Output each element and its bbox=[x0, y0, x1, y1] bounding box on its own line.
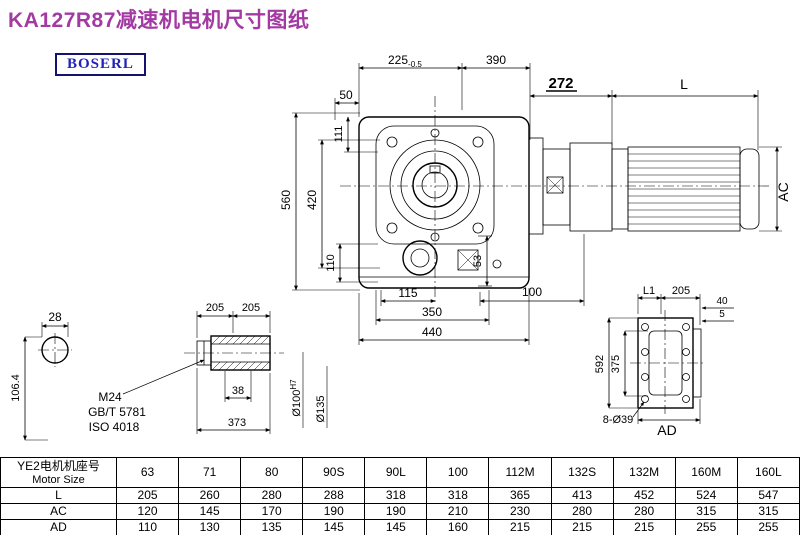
main-dimensions: 225-0.5 390 272 L 50 560 420 111 110 115… bbox=[279, 53, 791, 345]
dim-AC-label: AC bbox=[775, 182, 791, 201]
dimension-value: 145 bbox=[302, 519, 366, 535]
page-title: KA127R87减速机电机尺寸图纸 bbox=[8, 9, 310, 32]
dimension-value: 190 bbox=[364, 503, 428, 520]
dimension-value: 365 bbox=[488, 487, 552, 504]
dimension-value: 130 bbox=[178, 519, 242, 535]
motor-size-col-header: 160L bbox=[736, 457, 800, 488]
motor-size-col-header: 80 bbox=[240, 457, 304, 488]
dimension-value: 255 bbox=[674, 519, 738, 535]
dim-shaft-od-label: Ø135 bbox=[315, 396, 327, 423]
dimension-value: 260 bbox=[178, 487, 242, 504]
dimension-value: 215 bbox=[612, 519, 676, 535]
dim-373-label: 373 bbox=[228, 417, 246, 429]
dimension-value: 190 bbox=[302, 503, 366, 520]
dim-390-label: 390 bbox=[486, 53, 506, 67]
dimension-value: 160 bbox=[426, 519, 490, 535]
dim-L-label: L bbox=[680, 76, 688, 92]
dim-bore-label: Ø100H7 bbox=[289, 379, 303, 417]
dim-L1-label: L1 bbox=[643, 285, 655, 297]
dim-28-label: 28 bbox=[48, 310, 62, 324]
dimension-value: 230 bbox=[488, 503, 552, 520]
motor-size-col-header: 71 bbox=[178, 457, 242, 488]
dim-440-label: 440 bbox=[422, 325, 442, 339]
dim-350-label: 350 bbox=[422, 305, 442, 319]
dim-bolt-holes-label: 8-Ø39 bbox=[603, 414, 634, 426]
dimension-value: 145 bbox=[364, 519, 428, 535]
dimension-value: 135 bbox=[240, 519, 304, 535]
dimension-value: 215 bbox=[488, 519, 552, 535]
dimension-value: 413 bbox=[550, 487, 614, 504]
dimension-value: 280 bbox=[612, 503, 676, 520]
dim-560-label: 560 bbox=[279, 190, 293, 210]
dimension-value: 315 bbox=[736, 503, 800, 520]
motor-side-view bbox=[340, 137, 770, 235]
dim-50-label: 50 bbox=[339, 88, 353, 102]
motor-fins bbox=[628, 153, 740, 225]
motor-size-col-header: 112M bbox=[488, 457, 552, 488]
dimension-value: 120 bbox=[115, 503, 180, 520]
shaft-end-view: 28 106.4 bbox=[10, 310, 72, 441]
hollow-shaft-section-view: 205 205 M24 GB/T 5781 ISO 4018 38 373 Ø1… bbox=[88, 302, 328, 434]
dim-205-right-label: 205 bbox=[242, 302, 260, 314]
dim-100-label: 100 bbox=[522, 285, 542, 299]
dim-420-label: 420 bbox=[305, 190, 319, 210]
dimension-value: 288 bbox=[302, 487, 366, 504]
dim-205-flange-label: 205 bbox=[672, 285, 690, 297]
dimension-value: 170 bbox=[240, 503, 304, 520]
motor-size-col-header: 90L bbox=[364, 457, 428, 488]
row-label: AD bbox=[0, 519, 117, 535]
dimension-value: 205 bbox=[115, 487, 180, 504]
dim-225-label: 225-0.5 bbox=[388, 53, 422, 69]
dim-205-left-label: 205 bbox=[206, 302, 224, 314]
technical-drawing: 225-0.5 390 272 L 50 560 420 111 110 115… bbox=[10, 53, 791, 441]
motor-size-col-header: 63 bbox=[115, 457, 180, 488]
dim-AD-label: AD bbox=[657, 422, 676, 438]
motor-size-col-header: 100 bbox=[426, 457, 490, 488]
dimension-value: 215 bbox=[550, 519, 614, 535]
brand-logo: BOSERL bbox=[55, 53, 146, 76]
output-flange-view: L1 205 40 5 592 375 8-Ø39 AD bbox=[594, 285, 734, 438]
dimension-value: 318 bbox=[364, 487, 428, 504]
dim-592-label: 592 bbox=[594, 355, 606, 373]
dim-272-label: 272 bbox=[548, 75, 573, 92]
motor-size-col-header: 90S bbox=[302, 457, 366, 488]
dim-111-label: 111 bbox=[333, 126, 345, 143]
dimension-value: 145 bbox=[178, 503, 242, 520]
dimension-value: 547 bbox=[736, 487, 800, 504]
dim-115-label: 115 bbox=[398, 286, 417, 300]
dimension-value: 280 bbox=[240, 487, 304, 504]
motor-size-col-header: 160M bbox=[674, 457, 738, 488]
dimension-value: 452 bbox=[612, 487, 676, 504]
dimension-value: 315 bbox=[674, 503, 738, 520]
row-label: L bbox=[0, 487, 117, 504]
dim-375-label: 375 bbox=[610, 355, 622, 373]
motor-size-col-header: 132S bbox=[550, 457, 614, 488]
dim-53-label: 53 bbox=[472, 255, 484, 267]
section-hatching bbox=[211, 335, 270, 371]
row-label: AC bbox=[0, 503, 117, 520]
dimension-value: 110 bbox=[115, 519, 180, 535]
dimension-value: 318 bbox=[426, 487, 490, 504]
dimension-value: 524 bbox=[674, 487, 738, 504]
dim-5-label: 5 bbox=[719, 309, 725, 320]
dim-106.4-label: 106.4 bbox=[10, 374, 22, 402]
thread-spec-label: M24 bbox=[98, 390, 122, 404]
dimension-value: 210 bbox=[426, 503, 490, 520]
gearbox-front-view bbox=[358, 96, 530, 302]
dim-38-label: 38 bbox=[232, 385, 244, 397]
dimension-value: 280 bbox=[550, 503, 614, 520]
standard-gbt-label: GB/T 5781 bbox=[88, 405, 146, 419]
dim-40-label: 40 bbox=[716, 296, 728, 307]
standard-iso-label: ISO 4018 bbox=[89, 420, 140, 434]
dim-110-label: 110 bbox=[325, 254, 337, 272]
motor-size-col-header: 132M bbox=[612, 457, 676, 488]
dimension-value: 255 bbox=[736, 519, 800, 535]
